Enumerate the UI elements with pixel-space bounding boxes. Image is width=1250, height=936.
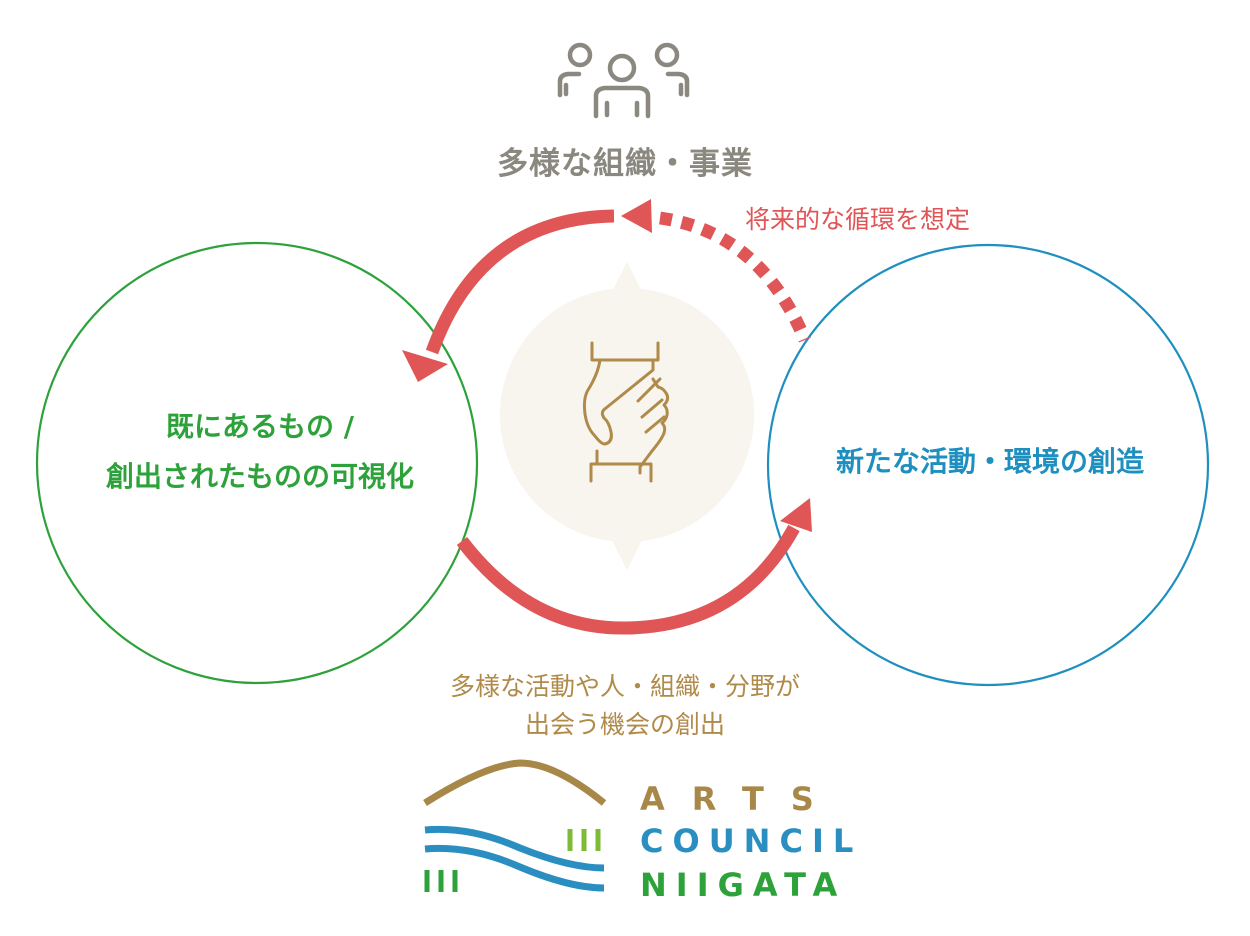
top-node-title: 多様な組織・事業 <box>497 146 753 182</box>
logo-text-council: COUNCIL <box>640 822 863 860</box>
left-circle <box>35 241 479 685</box>
logo-text-arts: ARTS <box>640 780 841 818</box>
left-node-line1: 既にあるもの / <box>166 410 354 443</box>
left-node-label: 既にあるもの / 創出されたものの可視化 <box>40 402 480 502</box>
left-node-line2: 創出されたものの可視化 <box>105 460 414 493</box>
upper-arc-arrow <box>425 209 615 355</box>
future-cycle-label: 将来的な循環を想定 <box>745 205 971 234</box>
bottom-caption-line1: 多様な活動や人・組織・分野が <box>449 672 800 701</box>
arts-council-niigata-logo-mark <box>423 759 607 892</box>
handshake-grip-icon <box>582 341 670 483</box>
future-dotted-arrow <box>659 211 811 343</box>
bottom-caption-line2: 出会う機会の創出 <box>524 710 725 739</box>
center-bubble <box>500 262 754 570</box>
right-node-label: 新たな活動・環境の創造 <box>835 445 1144 478</box>
logo-bars <box>424 829 601 892</box>
bottom-caption: 多様な活動や人・組織・分野が 出会う機会の創出 <box>375 668 875 744</box>
right-circle <box>766 243 1210 687</box>
logo-text-niigata: NIIGATA <box>640 866 847 904</box>
lower-arc-arrow <box>456 524 800 635</box>
people-group-icon <box>557 42 690 119</box>
